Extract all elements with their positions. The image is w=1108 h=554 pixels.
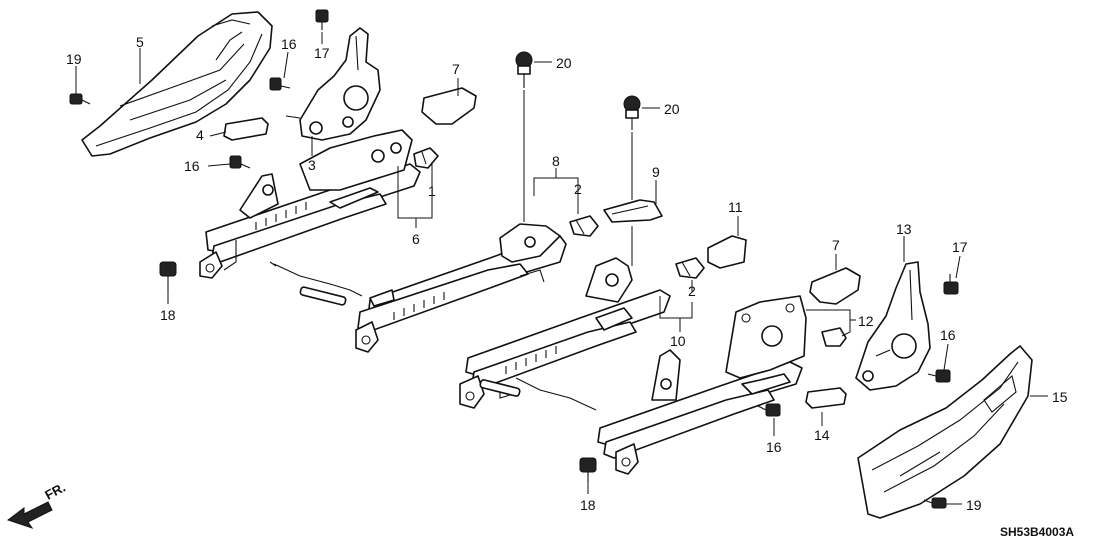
release-cable-right: [479, 377, 597, 411]
part-8-rail-center: [355, 223, 567, 353]
callout-19-a: 19: [66, 51, 82, 67]
callout-1: 1: [428, 183, 436, 199]
part-2-clip-upper: [569, 215, 599, 237]
callout-20-b: 20: [664, 101, 680, 117]
part-7-cover-lower: [809, 267, 861, 305]
part-15-side-cover: [857, 345, 1033, 519]
callout-2-a: 2: [574, 181, 582, 197]
part-16-bolt-d: [757, 403, 781, 417]
part-16-bolt-a: [269, 77, 291, 91]
callout-16-c: 16: [940, 327, 956, 343]
callout-16-d: 16: [766, 439, 782, 455]
part-18-bolt-right: [579, 457, 597, 482]
callout-20-a: 20: [556, 55, 572, 71]
part-17-bolt-right: [943, 274, 959, 295]
part-19-bolt-right: [923, 497, 947, 509]
callout-7-a: 7: [452, 61, 460, 77]
part-16-bolt-b: [229, 155, 251, 169]
callout-17-b: 17: [952, 239, 968, 255]
callout-11: 11: [728, 199, 743, 215]
callout-6: 6: [412, 231, 420, 247]
release-cable-left: [269, 261, 363, 306]
callout-16-a: 16: [281, 36, 297, 52]
callout-7-b: 7: [832, 237, 840, 253]
callout-9: 9: [652, 164, 660, 180]
callout-labels: 19 5 4 16 17 16 3 1 6 7 20 8 2 20 9 11 2…: [66, 34, 1068, 513]
callout-10: 10: [670, 333, 686, 349]
callout-17-a: 17: [314, 45, 330, 61]
front-indicator-label: FR.: [42, 480, 68, 503]
part-2-clip-lower: [675, 257, 705, 279]
callout-14: 14: [814, 427, 830, 443]
part-11-clip: [707, 235, 747, 269]
callout-5: 5: [136, 34, 144, 50]
callout-2-b: 2: [688, 283, 696, 299]
right-seat-track: [597, 349, 803, 475]
part-3-recliner-left: [285, 27, 381, 141]
part-19-bolt-left: [69, 93, 91, 105]
callout-18-b: 18: [580, 497, 596, 513]
callout-4: 4: [196, 127, 204, 143]
callout-19-b: 19: [966, 497, 982, 513]
part-12-bracket: [725, 295, 807, 379]
part-9-bracket: [603, 199, 663, 223]
part-14-knob: [805, 387, 847, 409]
part-12-clip: [821, 327, 847, 347]
part-17-bolt-top: [315, 9, 329, 30]
callout-8: 8: [552, 153, 560, 169]
part-4-knob: [223, 117, 269, 141]
part-6-track-left: [199, 129, 421, 279]
part-1-clip: [413, 147, 439, 169]
part-16-bolt-c: [927, 369, 951, 383]
part-5-side-cover: [81, 11, 273, 157]
part-7-cover-upper: [421, 87, 477, 125]
leader-lines: [75, 32, 1048, 505]
part-20-bolt-upper: [515, 51, 533, 88]
front-direction-arrow: FR.: [6, 480, 68, 529]
callout-16-b: 16: [184, 158, 200, 174]
callout-3: 3: [308, 157, 316, 173]
callout-12: 12: [858, 313, 874, 329]
callout-13: 13: [896, 221, 912, 237]
part-13-recliner-right: [855, 261, 931, 391]
part-20-bolt-lower: [623, 95, 641, 130]
diagram-code: SH53B4003A: [1000, 525, 1074, 539]
callout-15: 15: [1052, 389, 1068, 405]
part-18-bolt-left: [159, 261, 177, 290]
callout-18-a: 18: [160, 307, 176, 323]
part-10-rail-right-center: [459, 257, 671, 409]
